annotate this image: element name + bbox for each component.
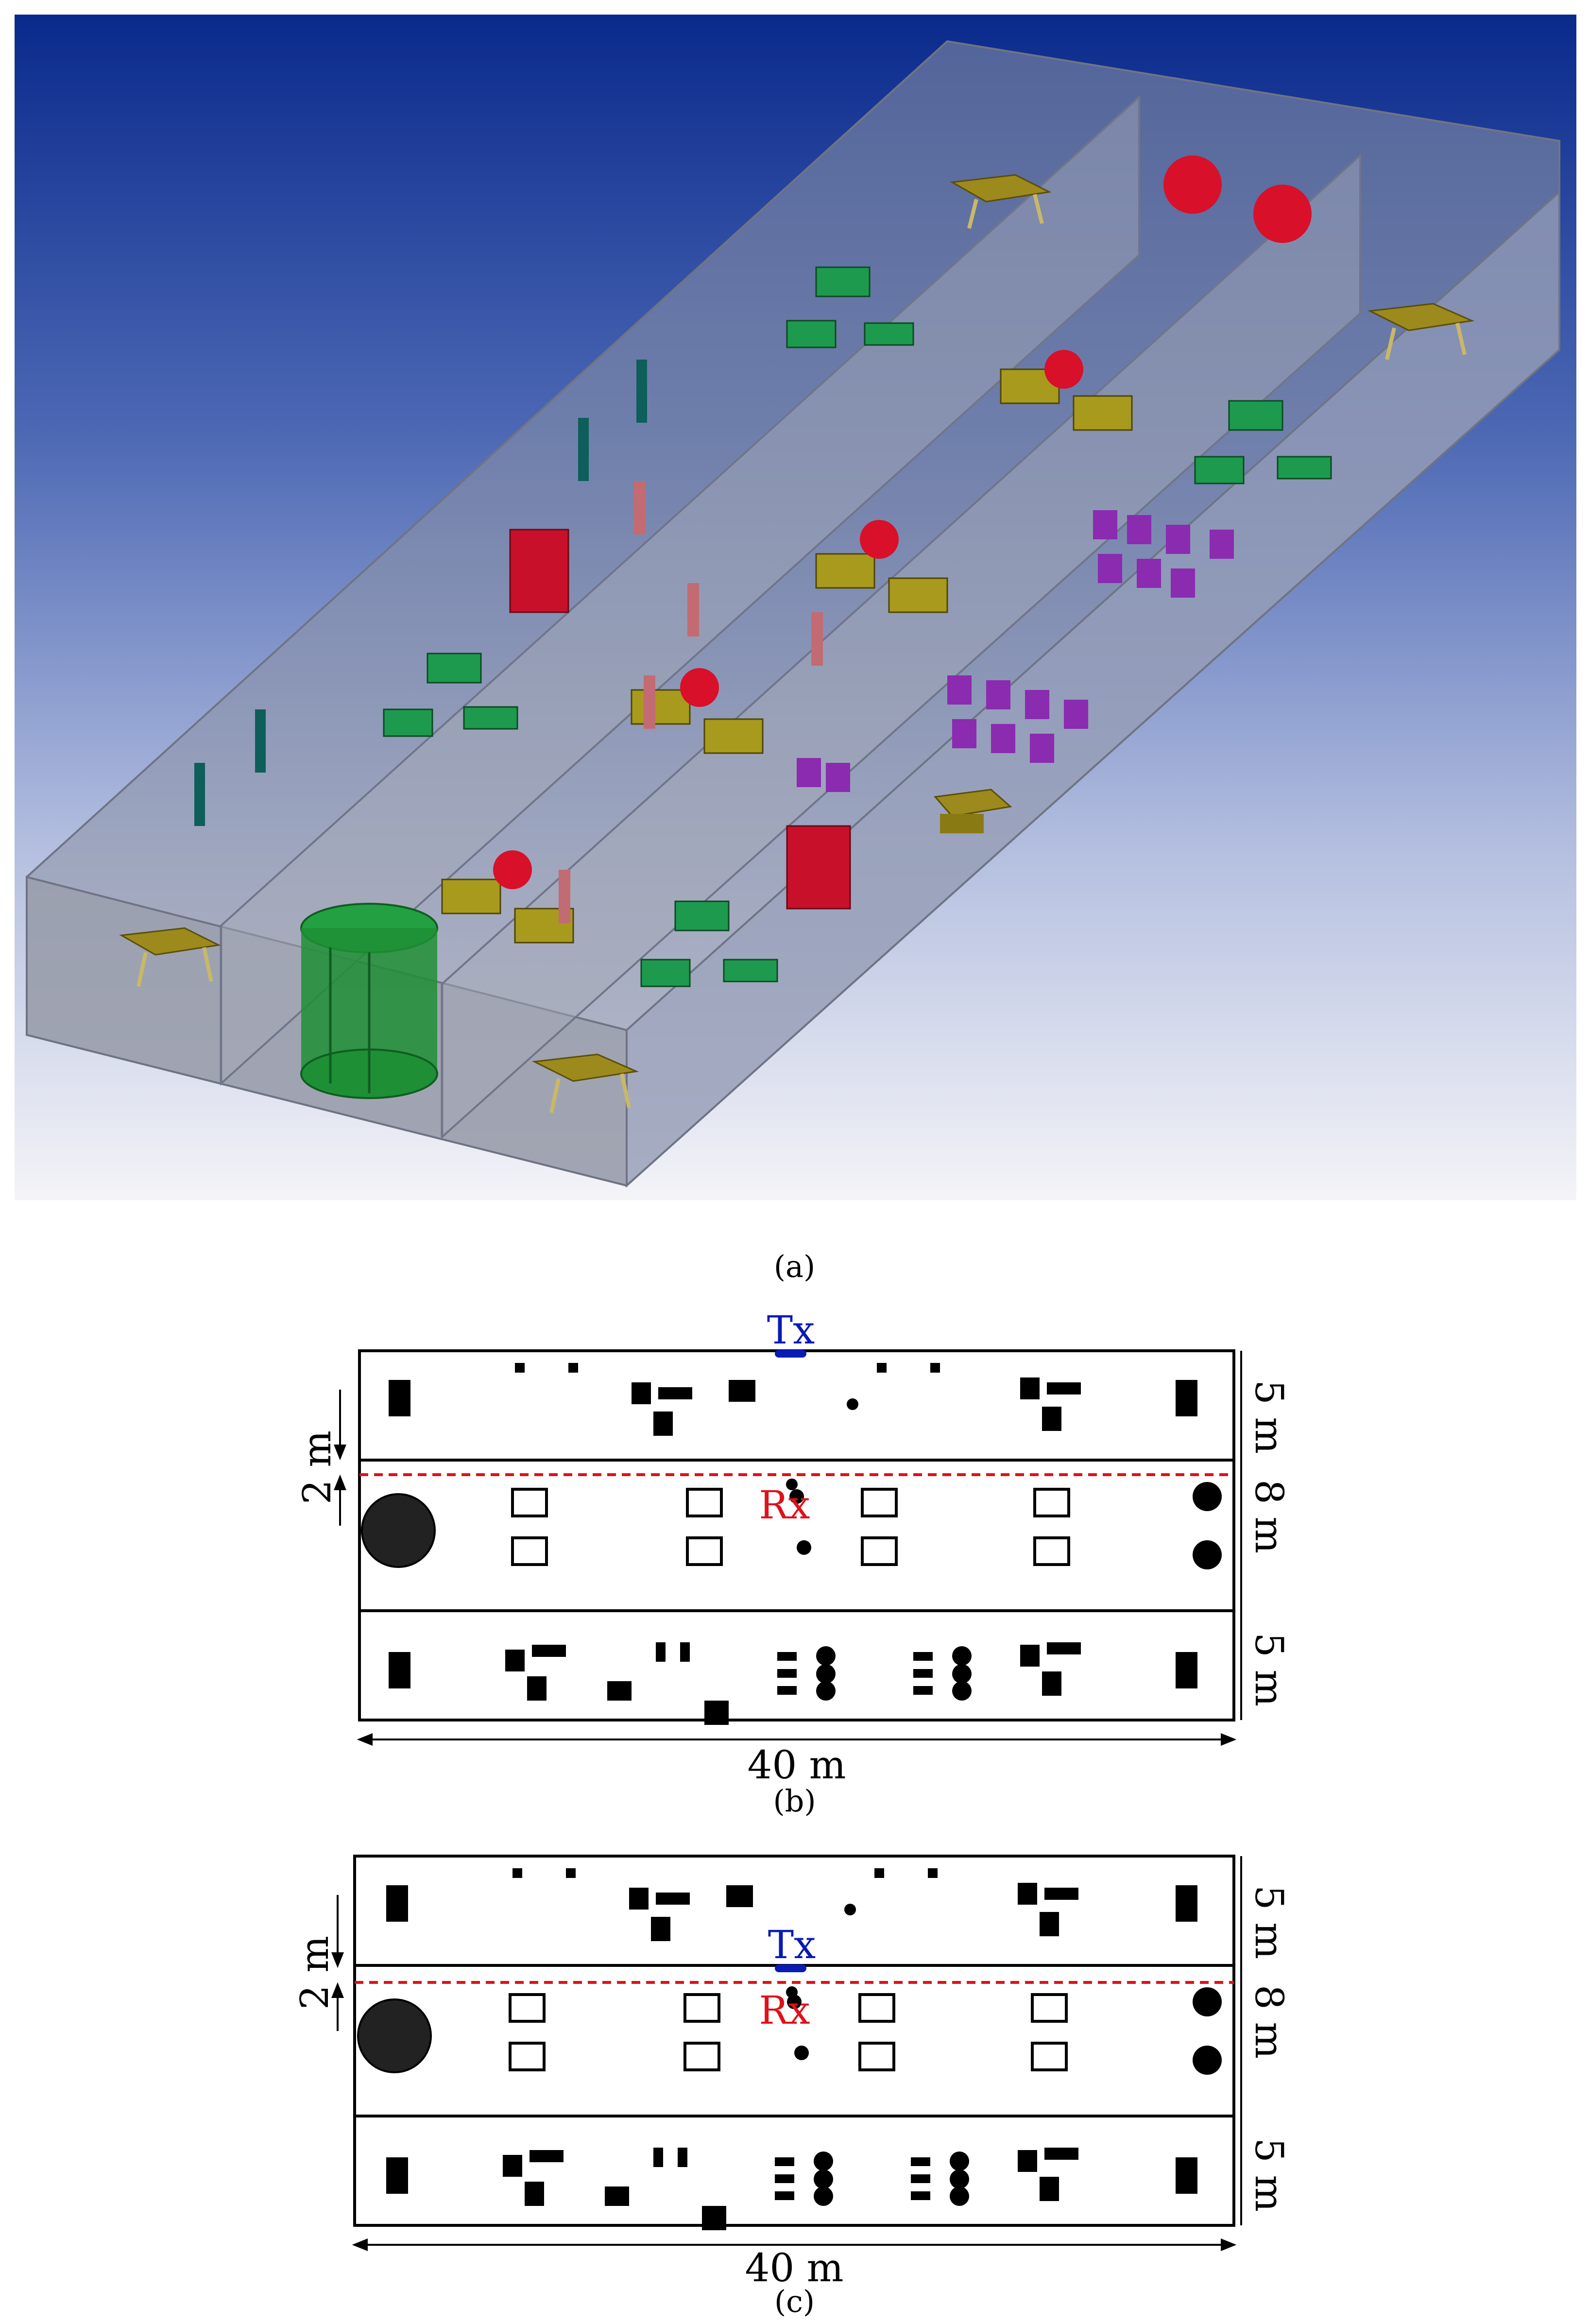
dimension-lines-b — [334, 1351, 1242, 1746]
revolving-door-plan-c — [357, 1998, 432, 2073]
plants — [493, 155, 1312, 889]
table-front-right — [531, 1053, 639, 1113]
dimension-lines-c — [331, 1856, 1242, 2251]
building-3d-render — [15, 15, 1576, 1200]
benches-c — [509, 1993, 1068, 2071]
floorplan-c: Tx Rx 5 m 8 m 5 m 2 m 40 m — [292, 1855, 1292, 2290]
fixtures-c — [386, 1868, 1222, 2230]
workstation-1 — [786, 266, 914, 348]
panel-a-3d-view — [15, 15, 1576, 1200]
panel-a-caption: (a) — [773, 1249, 816, 1284]
dim-middle-c: 8 m — [1247, 1985, 1292, 2059]
dim-offset-b: 2 m — [294, 1430, 340, 1504]
rx-marker-c — [786, 1986, 798, 1998]
table-back-right — [1367, 303, 1475, 360]
dim-top-c: 5 m — [1247, 1885, 1292, 1959]
clothes-racks — [797, 510, 1234, 792]
table-small-right — [934, 789, 1012, 833]
tx-marker-c — [775, 1964, 806, 1972]
dim-bottom-c: 5 m — [1247, 2138, 1292, 2212]
people — [559, 481, 823, 923]
bench-3 — [631, 689, 764, 754]
cabinet-2 — [786, 825, 851, 910]
corridor-top — [358, 1349, 1235, 1462]
cabinet-1 — [509, 529, 569, 613]
workstation-2 — [1194, 400, 1332, 484]
tx-label-c: Tx — [768, 1922, 816, 1967]
benches-b — [511, 1488, 1070, 1566]
dim-top-b: 5 m — [1247, 1380, 1292, 1454]
floorplan-b: Tx Rx 5 m 8 m 5 m 2 m 40 m — [294, 1308, 1292, 1788]
revolving-door — [300, 903, 438, 1099]
bench-2 — [815, 553, 948, 613]
rx-label-c: Rx — [759, 1988, 810, 2033]
dim-width-b: 40 m — [747, 1742, 846, 1788]
dim-middle-b: 8 m — [1247, 1480, 1292, 1553]
table-front-left — [119, 927, 221, 987]
dim-offset-c: 2 m — [292, 1936, 337, 2010]
corridor-bottom — [358, 1609, 1235, 1721]
tx-label-b: Tx — [767, 1308, 815, 1353]
corridor-bottom — [353, 2115, 1235, 2227]
panel-b-floorplan: Tx Rx 5 m 8 m 5 m 2 m 40 m — [0, 1292, 1589, 1798]
table-back-left — [950, 174, 1052, 229]
tx-marker-b — [775, 1350, 806, 1358]
revolving-door-plan-b — [361, 1493, 436, 1568]
dim-width-c: 40 m — [745, 2245, 843, 2284]
rx-label-b: Rx — [759, 1482, 810, 1528]
panel-c-floorplan: Tx Rx 5 m 8 m 5 m 2 m 40 m — [0, 1827, 1589, 2290]
workstation-3 — [383, 653, 518, 737]
panel-c-caption: (c) — [774, 2284, 815, 2319]
fixtures-b — [389, 1363, 1222, 1725]
workstation-4 — [640, 900, 778, 987]
panel-b-caption: (b) — [773, 1783, 816, 1819]
wall-doors — [194, 360, 647, 826]
dim-bottom-b: 5 m — [1247, 1633, 1292, 1706]
building-right-face — [626, 189, 1560, 1188]
rx-marker-b — [786, 1479, 798, 1490]
